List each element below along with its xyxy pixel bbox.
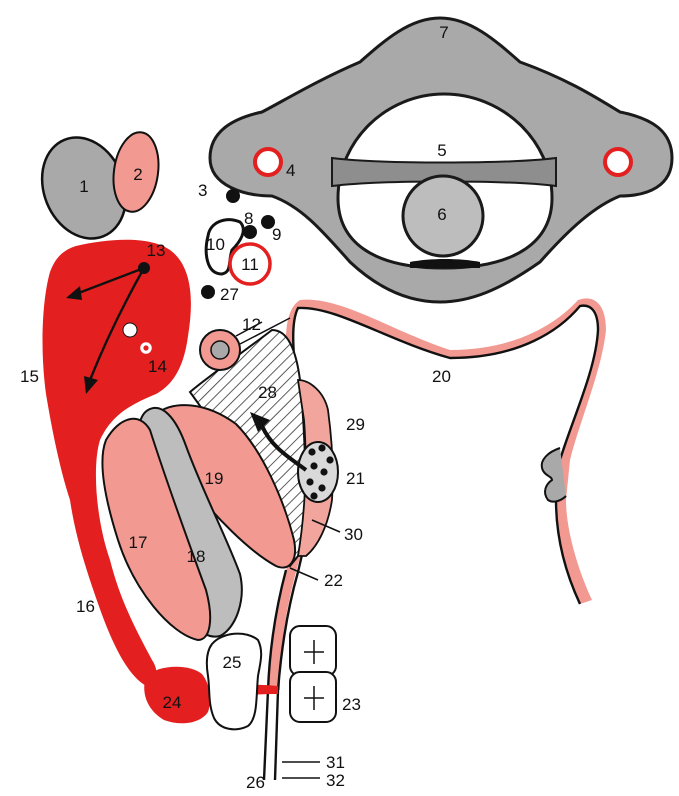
label-7: 7 [439,23,448,42]
label-26: 26 [246,773,265,792]
structure-12-inner [211,341,229,359]
label-10: 10 [206,235,225,254]
label-25: 25 [223,653,242,672]
label-6: 6 [437,205,446,224]
label-9: 9 [272,225,281,244]
spinal-canal-floor [410,259,480,268]
label-30: 30 [344,525,363,544]
tonsil-lymph-nodes [298,442,338,502]
label-16: 16 [76,597,95,616]
label-3: 3 [198,181,207,200]
label-27: 27 [220,285,239,304]
label-32: 32 [326,771,345,790]
label-19: 19 [205,469,224,488]
label-21: 21 [346,469,365,488]
label-14: 14 [148,357,167,376]
dot-3 [226,189,240,203]
label-20: 20 [432,367,451,386]
foramen-left [255,149,281,175]
label-28: 28 [258,383,277,402]
label-18: 18 [187,547,206,566]
label-1: 1 [79,177,88,196]
label-13: 13 [147,241,166,260]
label-4: 4 [286,161,295,180]
label-8: 8 [244,209,253,228]
foramen-right [605,149,631,175]
label-22: 22 [324,571,343,590]
dot-14-white [123,323,137,337]
label-2: 2 [133,165,142,184]
label-15: 15 [20,367,39,386]
label-29: 29 [346,415,365,434]
atlas-vertebra [210,18,672,302]
tooth-25 [207,634,261,730]
label-5: 5 [437,141,446,160]
label-23: 23 [342,695,361,714]
tooth-23-upper [290,626,336,676]
glands [27,125,163,251]
label-17: 17 [129,533,148,552]
label-31: 31 [326,753,345,772]
ring-14-dot [143,345,148,350]
tooth-23-lower [290,672,336,722]
label-24: 24 [163,693,182,712]
dot-27 [201,285,215,299]
label-11: 11 [241,255,259,274]
label-12: 12 [242,315,261,334]
